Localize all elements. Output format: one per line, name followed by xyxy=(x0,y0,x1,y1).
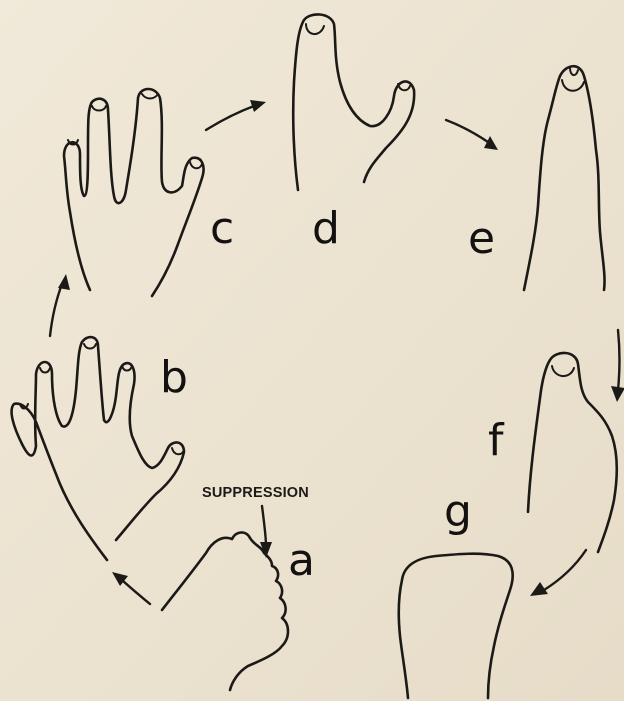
stage-label-f: f xyxy=(488,415,505,466)
stage-label-e: e xyxy=(468,213,495,264)
stage-label-d: d xyxy=(312,203,340,254)
stage-label-g: g xyxy=(444,486,472,537)
stage-label-a: a xyxy=(288,535,315,586)
suppression-annotation: SUPPRESSION xyxy=(202,485,309,501)
stage-label-c: c xyxy=(210,203,234,254)
stage-label-b: b xyxy=(160,352,188,403)
